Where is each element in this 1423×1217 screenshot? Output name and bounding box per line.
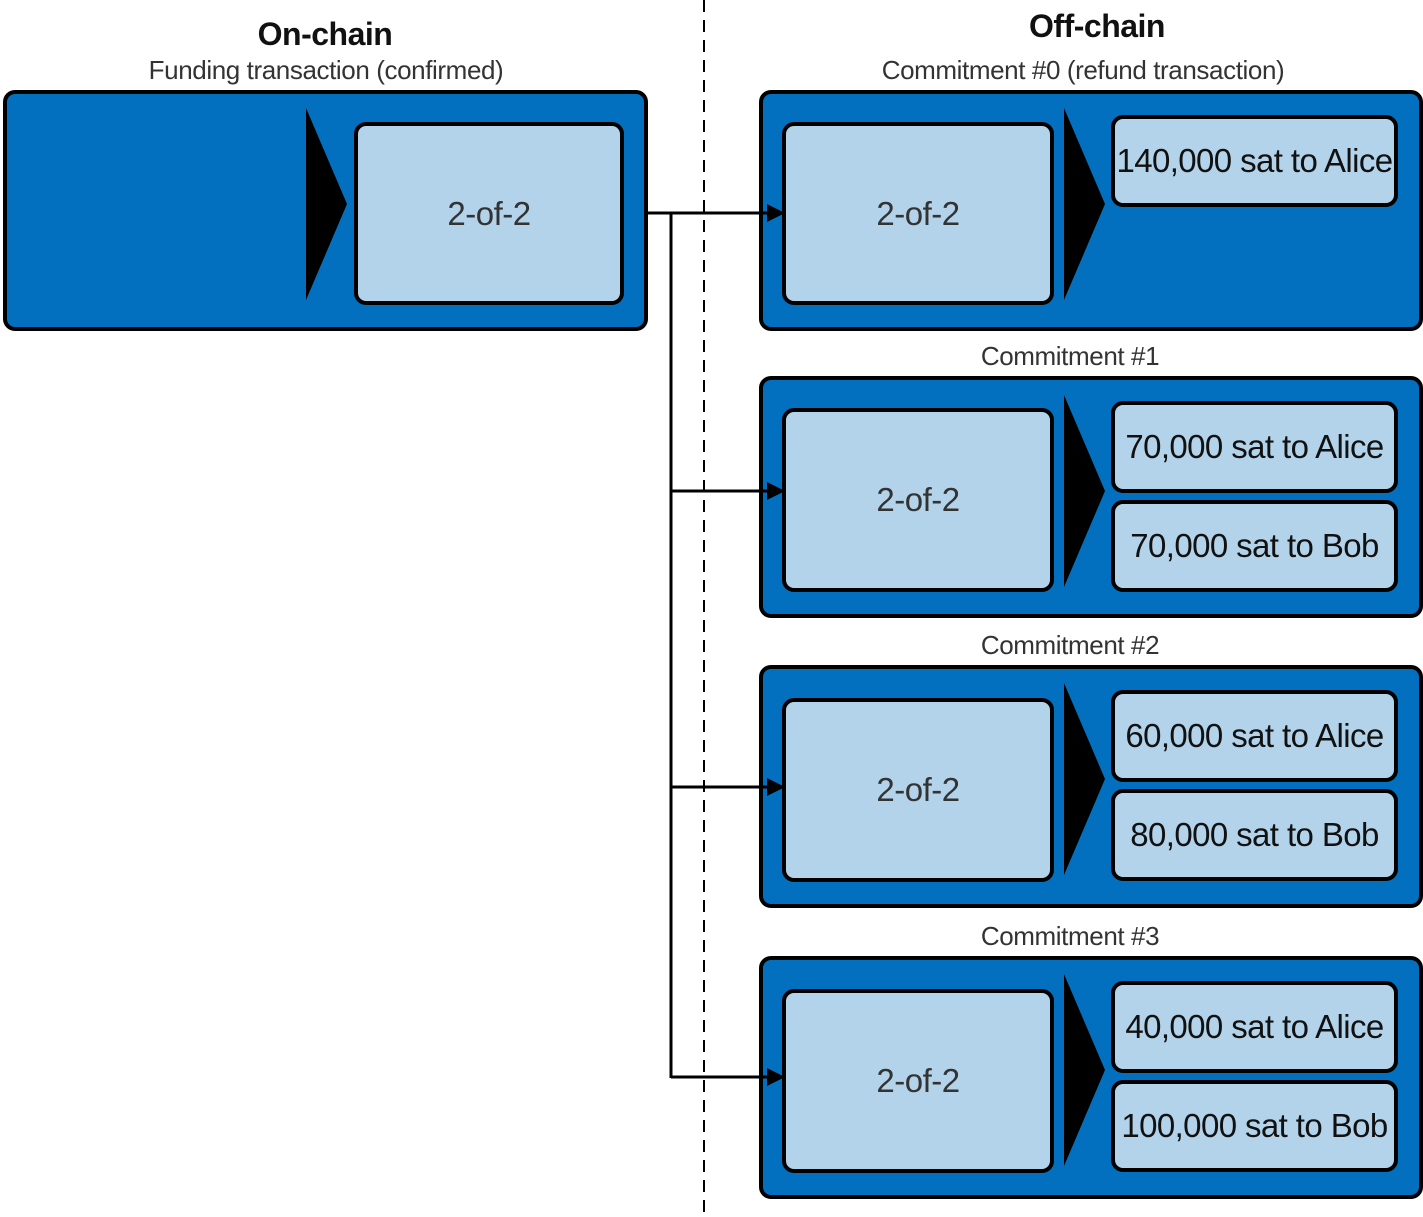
commitment-3-2of2-script: 2-of-2: [782, 989, 1054, 1173]
commitment-2-output-alice: 60,000 sat to Alice: [1111, 690, 1398, 782]
commitment-2-output-bob: 80,000 sat to Bob: [1111, 789, 1398, 881]
off-chain-heading: Off-chain: [1029, 8, 1165, 44]
on-chain-heading: On-chain: [257, 16, 393, 52]
commitment-1-output-bob: 70,000 sat to Bob: [1111, 500, 1398, 592]
commitment-1-caption: Commitment #1: [980, 341, 1160, 371]
commitment-3-output-bob: 100,000 sat to Bob: [1111, 1080, 1398, 1172]
commitment-1-2of2-script: 2-of-2: [782, 408, 1054, 592]
commitment-2-2of2-script: 2-of-2: [782, 698, 1054, 882]
commitment-2-caption: Commitment #2: [980, 630, 1160, 660]
commitment-0-2of2-script: 2-of-2: [782, 122, 1054, 305]
funding-transaction-caption: Funding transaction (confirmed): [148, 55, 504, 85]
funding-2of2-script: 2-of-2: [354, 122, 624, 305]
commitment-1-output-alice: 70,000 sat to Alice: [1111, 401, 1398, 493]
commitment-0-output-alice: 140,000 sat to Alice: [1111, 115, 1398, 207]
commitment-3-caption: Commitment #3: [980, 921, 1160, 951]
commitment-3-output-alice: 40,000 sat to Alice: [1111, 981, 1398, 1073]
commitment-0-caption: Commitment #0 (refund transaction): [881, 55, 1285, 85]
